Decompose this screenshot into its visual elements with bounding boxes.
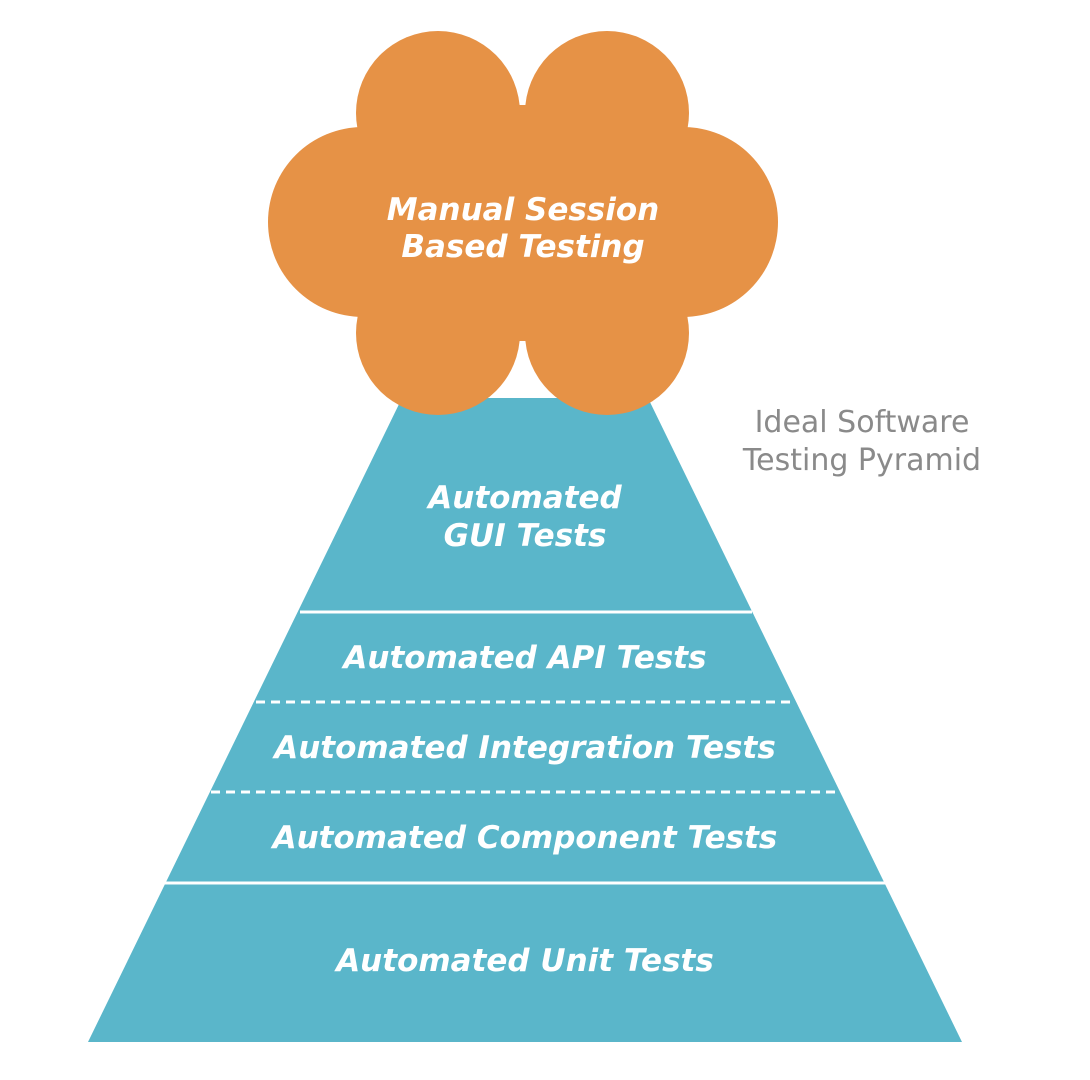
cloud-label-line2: Based Testing [401, 229, 644, 265]
layer-api-label: Automated API Tests [340, 640, 706, 676]
layer-unit-label: Automated Unit Tests [333, 943, 714, 979]
pyramid-body [88, 398, 962, 1042]
cloud-label-line1: Manual Session [387, 192, 660, 228]
cloud-shape [268, 31, 778, 415]
caption-line1: Ideal Software [755, 405, 970, 440]
layer-gui-label-line2: GUI Tests [444, 518, 607, 554]
layer-component-label: Automated Component Tests [270, 820, 778, 856]
caption-line2: Testing Pyramid [742, 443, 981, 478]
layer-integration-label: Automated Integration Tests [271, 730, 776, 766]
layer-gui-label-line1: Automated [425, 480, 622, 516]
